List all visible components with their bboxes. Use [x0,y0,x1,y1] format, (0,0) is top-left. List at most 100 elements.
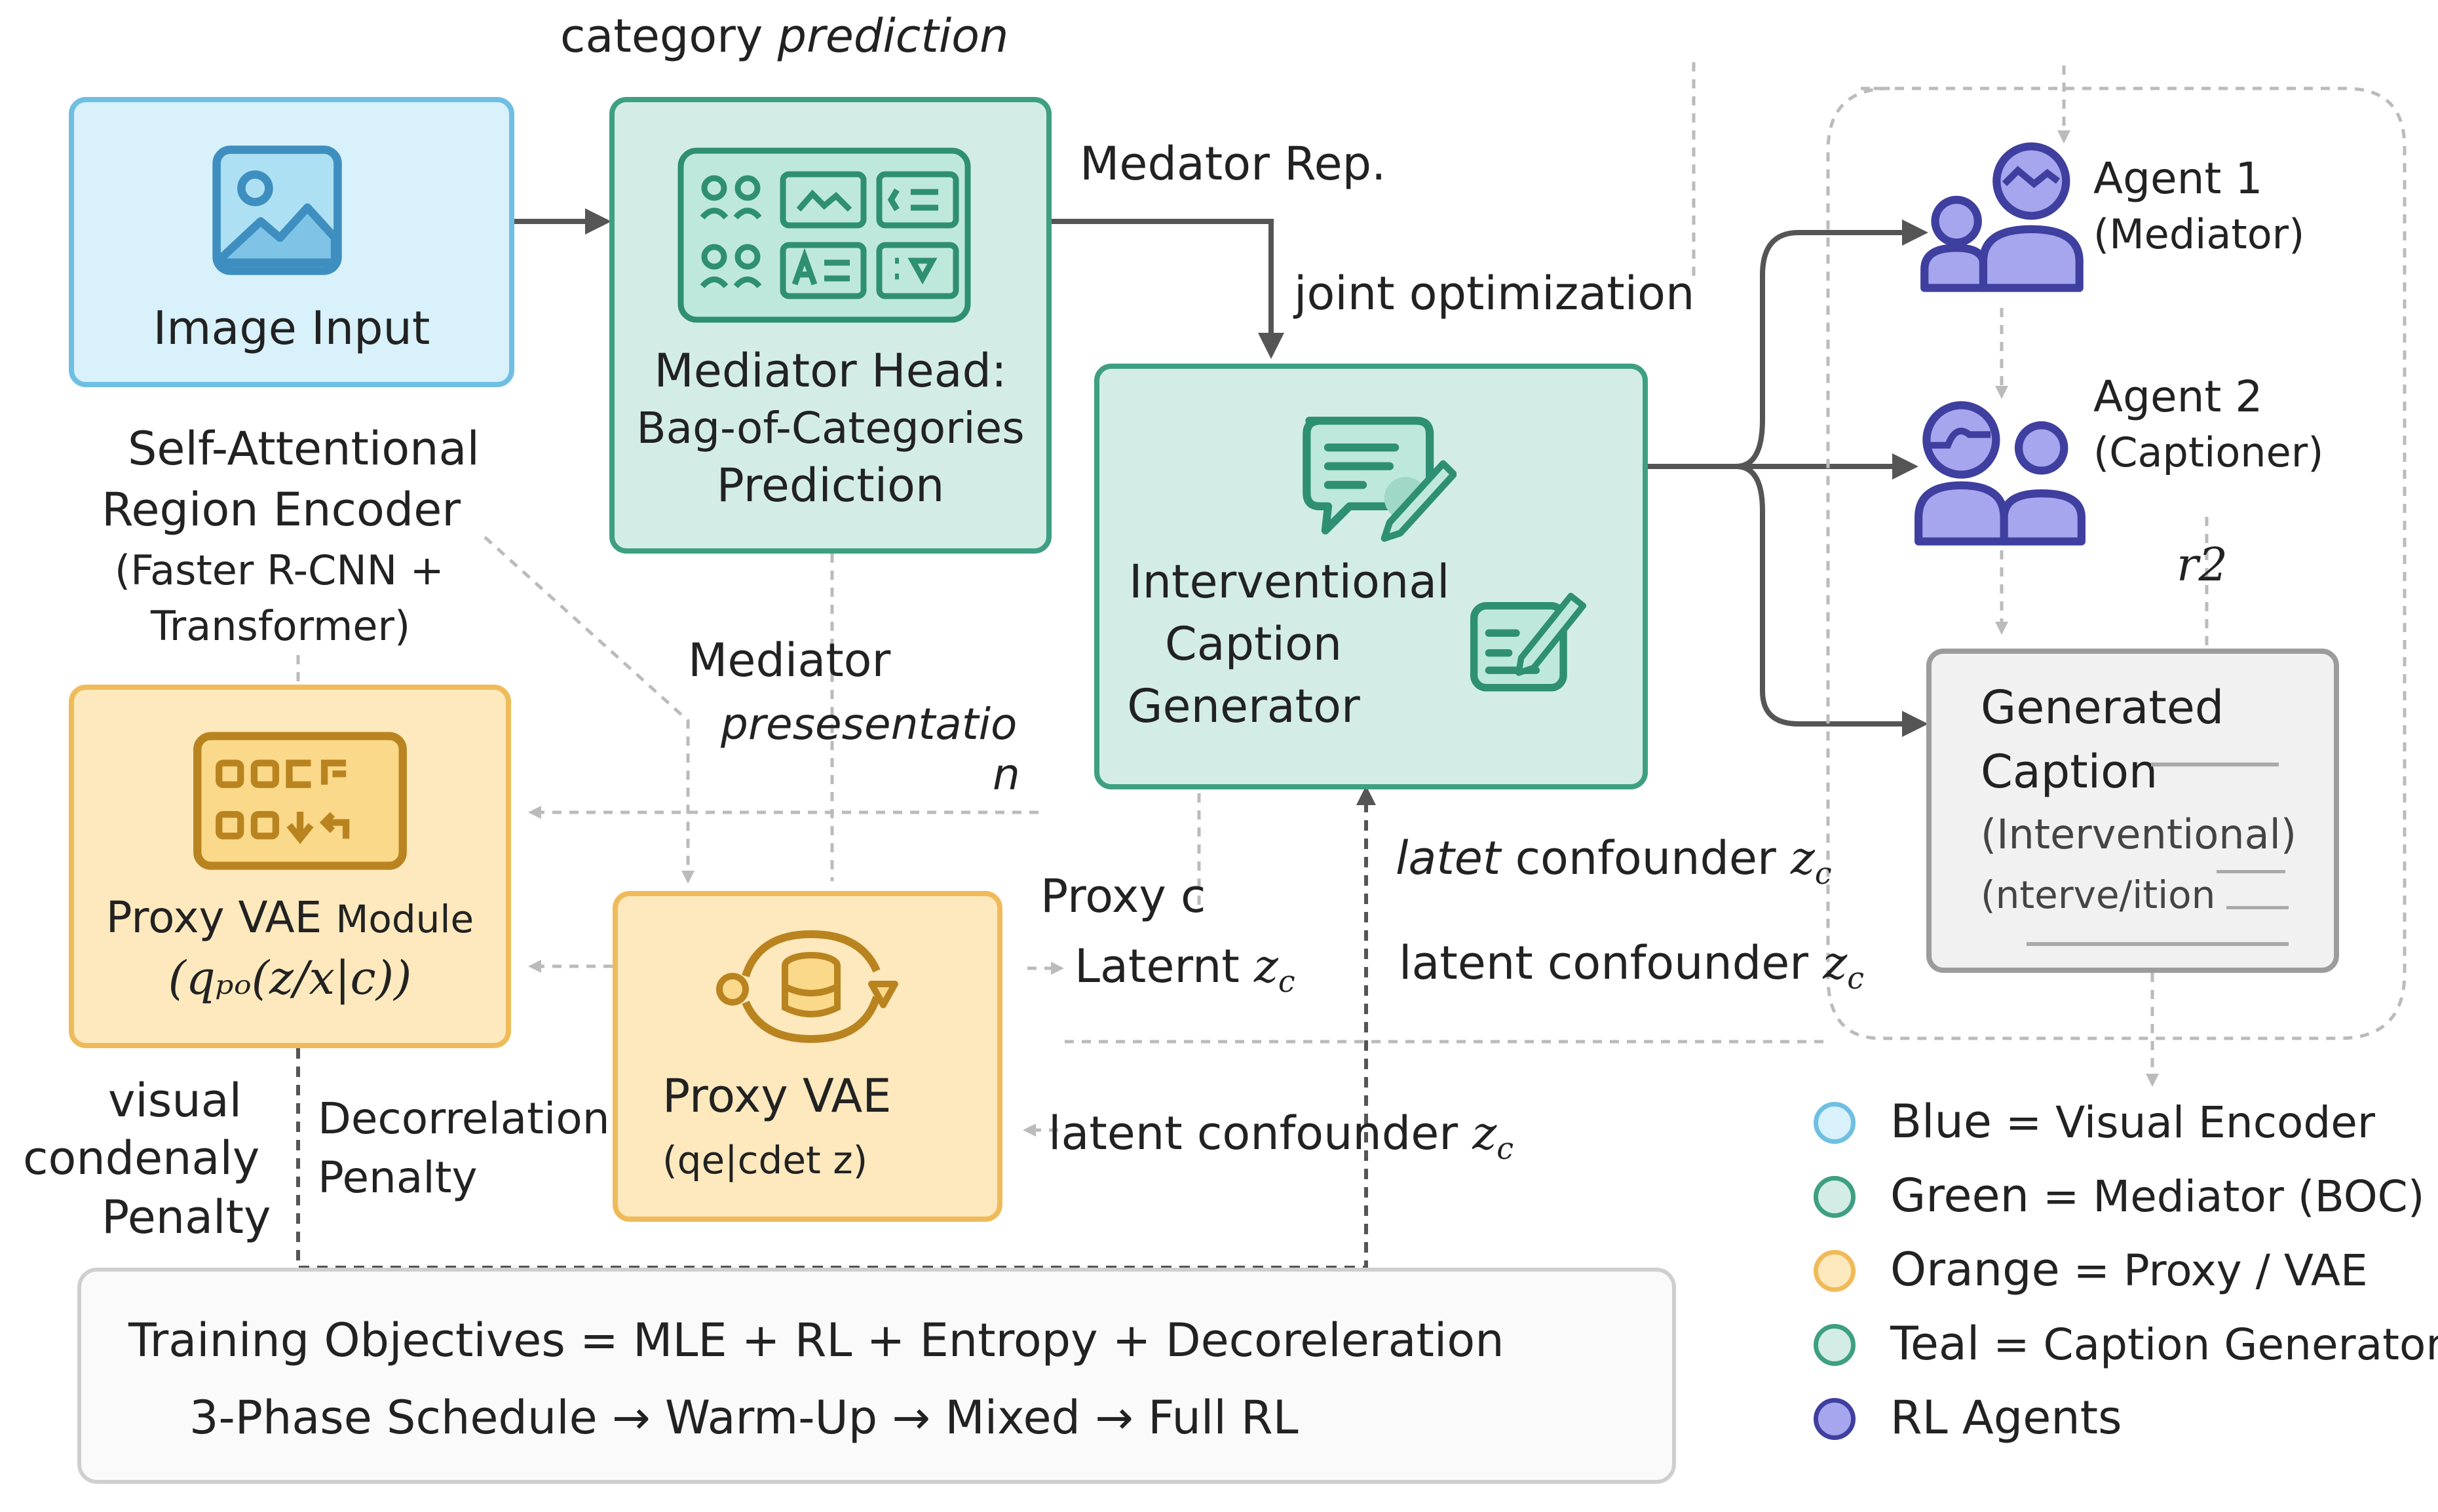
legend-swatch-teal [1814,1324,1856,1366]
visual-label: visual [108,1074,242,1127]
note-edit-icon [1470,592,1587,692]
mediator-head-node: Mediator Head: Bag-of-Categories Predict… [609,97,1052,554]
text-line-decoration [2151,763,2279,766]
latet-confounder-label: latet confounder zc [1396,832,1832,891]
latent-confounder-word: latent confounder [1399,936,1823,990]
latet-word: latet [1396,831,1501,885]
latent-confounder-label-2: latent confounder zc [1399,937,1864,996]
c-subscript: c [1496,1131,1514,1166]
chat-edit-icon [1303,417,1457,542]
arrow-to-agent1 [1736,219,1928,469]
training-schedule-line: 3-Phase Schedule → Warm-Up → Mixed → Ful… [189,1391,1299,1445]
legend-entry: Green = Mediator (BOC) [1890,1169,2425,1222]
category-grid-icon [677,147,971,323]
penalty-left-label: Penalty [102,1190,271,1244]
legend-swatch-green [1814,1176,1856,1218]
agent2-icon [1914,401,2086,546]
c-subscript: c [1847,960,1864,996]
caption-generator-title-1: Interventional [1129,555,1450,609]
legend-key: Teal [1890,1317,1980,1370]
faster-rcnn-label: (Faster R-CNN + [115,546,444,594]
agent1-label: Agent 1 [2093,153,2263,204]
agent2-label: Agent 2 [2093,371,2263,422]
agent1-icon [1920,142,2084,292]
legend-desc: = Visual Encoder [1991,1097,2376,1148]
z-symbol: z [1823,936,1848,990]
proxy-vae-module-title: Proxy VAE Module [74,893,506,943]
legend-entry: Blue = Visual Encoder [1890,1095,2375,1148]
image-input-label: Image Input [153,301,430,355]
caption-generator-title-3: Generator [1127,679,1360,733]
legend-desc: = Mediator (BOC) [2028,1171,2425,1222]
generated-caption-node: Generated Caption (Interventional) (nter… [1926,649,2339,973]
penalty-mid-label: Penalty [318,1152,478,1203]
proxy-vae-title: Proxy VAE [662,1069,892,1123]
confounder-word: confounder [1500,831,1791,885]
text-line-decoration [2027,942,2289,946]
r2-label: r2 [2177,538,2228,592]
proxy-vae-module-formula: (qₚₒ(z/x|c)) [168,951,412,1005]
legend-desc: = Caption Generator [1979,1319,2438,1370]
latent-zc-word: Laternt [1075,939,1255,993]
latent-confounder-word: latent confounder [1048,1106,1473,1160]
legend-key: Blue [1890,1095,1992,1148]
text-line-decoration [2217,870,2285,873]
condenaly-label: condenaly [23,1131,260,1185]
generated-caption-sub-2: (nterve/ition [1981,873,2216,917]
legend-key: RL Agents [1890,1391,2122,1445]
arrow-mediator-to-generator [1052,219,1284,359]
agent1-role: (Mediator) [2093,210,2305,258]
presentation-label: presesentatio [721,699,1018,749]
training-objectives-box: Training Objectives = MLE + RL + Entropy… [77,1268,1676,1484]
dashed-right-group [1826,86,2407,1040]
image-icon [212,145,342,275]
latent-zc-label: Laternt zc [1075,940,1295,999]
database-cycle-icon [716,930,898,1044]
mediator-head-sub2: Prediction [716,459,945,512]
proxy-vae-module-node: Proxy VAE Module (qₚₒ(z/x|c)) [69,685,511,1048]
z-symbol: z [1254,939,1278,993]
decorrelation-label: Decorrelation [318,1093,610,1144]
category-prediction-b: prediction [777,9,1009,63]
dashed-encoder-to-proxyvae [484,536,695,884]
region-encoder-label: Region Encoder [102,483,461,537]
legend-desc: = Proxy / VAE [2059,1245,2368,1296]
generated-caption-sub-1: (Interventional) [1981,810,2297,858]
image-input-node: Image Input [69,97,514,387]
proxy-vae-module-title-a: Proxy VAE [105,892,336,943]
caption-generator-node: Interventional Caption Generator [1094,364,1648,789]
legend-key: Green [1890,1169,2029,1222]
medator-rep-label: Medator Rep. [1080,137,1386,191]
transformer-label: Transformer) [151,602,411,650]
text-line-decoration [2226,906,2289,909]
mediator-head-sub: Bag-of-Categories [636,403,1025,453]
presentation-label-n: n [993,749,1020,800]
category-prediction-label: category prediction [560,10,1008,63]
proxy-vae-node: Proxy VAE (qe|cdet z) [613,891,1002,1222]
latent-confounder-label-3: latent confounder zc [1048,1107,1514,1166]
c-subscript: c [1278,964,1295,999]
agent2-role: (Captioner) [2093,428,2324,476]
training-objectives-line: Training Objectives = MLE + RL + Entropy… [128,1314,1504,1367]
legend-key: Orange [1890,1243,2060,1296]
legend-entry: RL Agents [1890,1391,2122,1445]
category-prediction-a: category [560,9,778,63]
c-subscript: c [1814,856,1832,891]
z-symbol: z [1472,1106,1497,1160]
legend-entry: Orange = Proxy / VAE [1890,1243,2368,1296]
z-symbol: z [1790,831,1815,885]
proxy-vae-formula: (qe|cdet z) [662,1138,868,1182]
generated-caption-title-1: Generated [1981,681,2224,734]
mediator-label: Mediator [688,633,891,687]
legend-swatch-orange [1814,1250,1856,1292]
generated-caption-title-2: Caption [1981,745,2158,799]
joint-optimization-label: joint optimization [1294,267,1695,320]
legend-swatch-blue [1814,1102,1856,1144]
mediator-head-title: Mediator Head: [654,344,1007,398]
proxy-c-label: Proxy c [1040,869,1206,923]
caption-generator-title-2: Caption [1164,617,1343,671]
self-attentional-label: Self-Attentional [128,422,480,476]
symbol-grid-icon [193,732,407,870]
legend-entry: Teal = Caption Generator [1890,1317,2438,1370]
proxy-vae-module-title-b: Module [335,897,474,941]
